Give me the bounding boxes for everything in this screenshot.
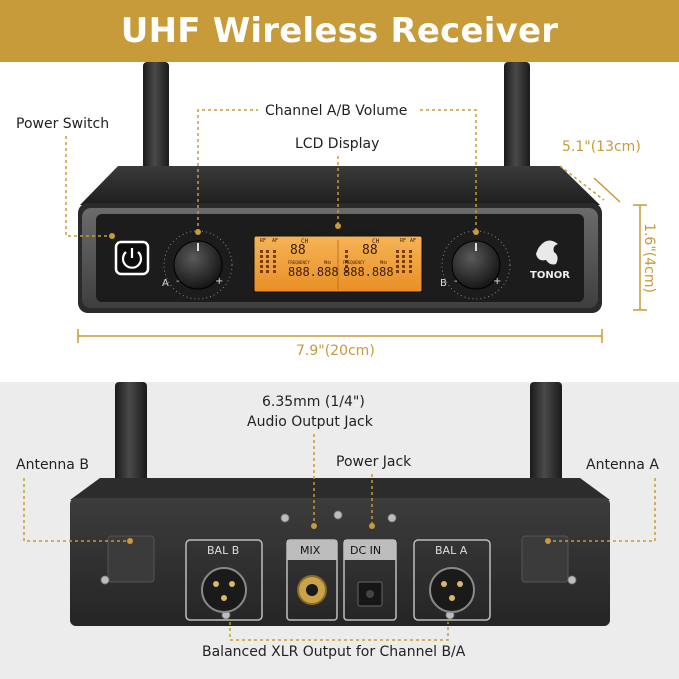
tonor-logo xyxy=(536,240,558,265)
brand-label: TONOR xyxy=(530,270,570,281)
lcd-rf-right: RF xyxy=(400,238,407,244)
antenna-b-label: Antenna B xyxy=(16,457,89,473)
lcd-rf-left: RF xyxy=(260,238,267,244)
lcd-channel-right: 88 xyxy=(362,243,378,258)
lcd-frequency-left: FREQUENCY xyxy=(288,260,310,265)
lcd-freq-digits-left: 888.888 xyxy=(288,265,339,279)
bal-a-label: BAL A xyxy=(435,544,468,557)
antenna-a-label: Antenna A xyxy=(586,457,659,473)
depth-dimension: 5.1"(13cm) xyxy=(562,139,641,155)
antenna-a-mount xyxy=(521,535,569,583)
power-jack-label: Power Jack xyxy=(336,454,412,470)
xlr-port-a[interactable] xyxy=(413,539,491,621)
knob-b-label: B xyxy=(440,278,447,289)
screws xyxy=(100,510,577,620)
antenna-b-mount xyxy=(107,535,155,583)
lcd-frequency-right: FREQUENCY xyxy=(343,260,365,265)
dc-in-jack[interactable] xyxy=(343,539,397,621)
mix-jack[interactable] xyxy=(286,539,338,621)
volume-knob-b[interactable] xyxy=(441,230,511,300)
width-dimension: 7.9"(20cm) xyxy=(296,343,375,359)
knob-a-minus: - xyxy=(176,276,180,287)
front-antenna-left xyxy=(143,62,169,174)
audio-jack-label-line2: Audio Output Jack xyxy=(247,414,373,430)
lcd-af-right: AF xyxy=(410,238,417,244)
banner-title: UHF Wireless Receiver xyxy=(120,11,559,51)
title-banner: UHF Wireless Receiver xyxy=(0,0,679,62)
volume-knob-a[interactable] xyxy=(163,230,233,300)
xlr-output-label: Balanced XLR Output for Channel B/A xyxy=(202,644,466,660)
height-dimension: 1.6"(4cm) xyxy=(640,223,657,293)
channel-volume-label: Channel A/B Volume xyxy=(265,103,408,119)
back-body-top xyxy=(70,478,610,500)
lcd-freq-digits-right: 888.888 xyxy=(343,265,394,279)
front-antenna-right xyxy=(504,62,530,174)
knob-a-plus: + xyxy=(215,276,224,287)
knob-a-label: A xyxy=(162,278,169,289)
lcd-unit-left: MHz xyxy=(324,260,332,265)
knob-b-minus: - xyxy=(454,276,458,287)
power-switch-label: Power Switch xyxy=(16,116,110,132)
power-icon xyxy=(121,251,143,269)
lcd-display-label: LCD Display xyxy=(295,136,380,152)
lcd-title: UHF WIRELESS MICROPHONE xyxy=(283,229,380,237)
dc-in-label: DC IN xyxy=(350,544,382,557)
knob-b-plus: + xyxy=(493,276,502,287)
lcd-unit-right: MHz xyxy=(380,260,388,265)
lcd-ch-right: CH xyxy=(372,238,380,245)
bal-b-label: BAL B xyxy=(207,544,240,557)
back-leader-lines xyxy=(23,434,656,641)
front-body-top xyxy=(80,166,600,205)
front-leader-lines xyxy=(65,109,605,237)
front-dimension-lines xyxy=(77,177,647,343)
lcd-channel-left: 88 xyxy=(290,243,306,258)
mix-label: MIX xyxy=(300,544,321,557)
audio-jack-label-line1: 6.35mm (1/4") xyxy=(262,394,365,410)
xlr-port-b[interactable] xyxy=(185,539,263,621)
lcd-af-left: AF xyxy=(272,238,279,244)
lcd-ch-left: CH xyxy=(301,238,309,245)
